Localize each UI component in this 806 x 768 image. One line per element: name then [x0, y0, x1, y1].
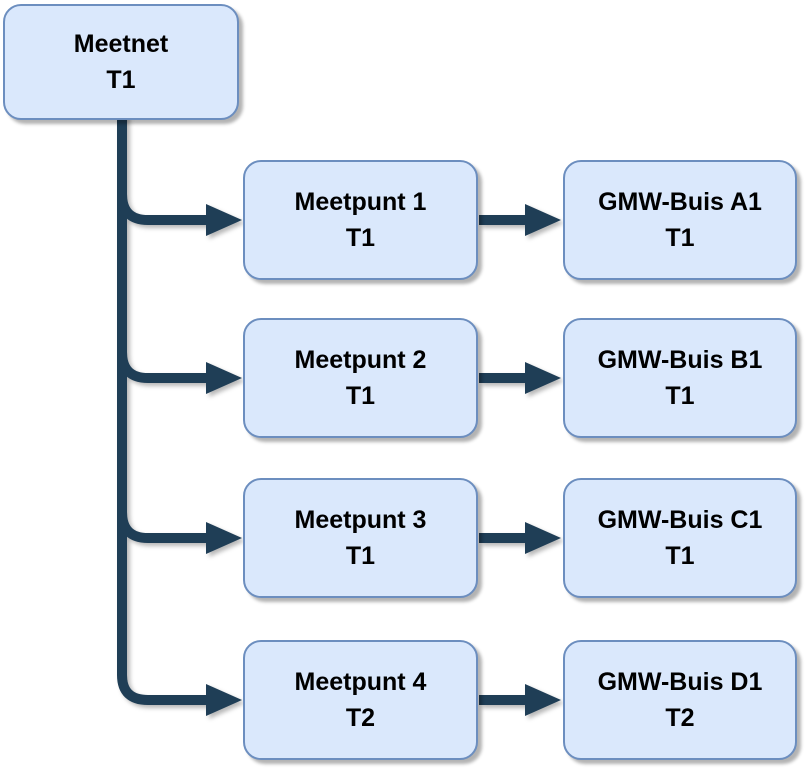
node-gmw-buis-c1: GMW-Buis C1 T1	[563, 478, 797, 598]
edge-meetnet-meetpunt-3	[117, 511, 208, 543]
node-gmw-buis-b1: GMW-Buis B1 T1	[563, 318, 797, 438]
node-meetpunt-2: Meetpunt 2 T1	[243, 318, 478, 438]
node-gmw-buis-a1-label: T1	[665, 224, 695, 252]
node-gmw-buis-c1-label: T1	[665, 542, 695, 570]
node-gmw-buis-a1-name: GMW-Buis A1	[598, 188, 762, 216]
node-meetnet-label: T1	[106, 66, 136, 94]
node-meetpunt-4-label: T2	[345, 704, 376, 732]
node-gmw-buis-b1-label: T1	[665, 382, 695, 410]
node-gmw-buis-d1-label: T2	[665, 704, 695, 732]
node-meetpunt-3-label: T1	[345, 542, 376, 570]
arrowhead-meetpunt-3	[206, 522, 242, 554]
node-meetnet-name: Meetnet	[73, 30, 169, 58]
node-gmw-buis-c1-name: GMW-Buis C1	[597, 506, 763, 534]
arrowhead-gmw-b1	[525, 362, 561, 394]
edge-meetnet-meetpunt-1	[117, 193, 208, 225]
arrowhead-meetpunt-1	[206, 204, 242, 236]
node-gmw-buis-b1-name: GMW-Buis B1	[597, 346, 763, 374]
node-meetpunt-1-label: T1	[345, 224, 376, 252]
edge-meetnet-trunk	[117, 112, 208, 705]
arrowhead-meetpunt-4	[206, 684, 242, 716]
node-gmw-buis-d1: GMW-Buis D1 T2	[563, 640, 797, 760]
arrowhead-gmw-c1	[525, 522, 561, 554]
node-meetpunt-4-name: Meetpunt 4	[294, 668, 427, 696]
node-meetpunt-3: Meetpunt 3 T1	[243, 478, 478, 598]
node-meetpunt-1-name: Meetpunt 1	[294, 188, 427, 216]
node-meetpunt-2-name: Meetpunt 2	[294, 346, 427, 374]
node-meetpunt-2-label: T1	[345, 382, 376, 410]
node-meetpunt-4: Meetpunt 4 T2	[243, 640, 478, 760]
arrowhead-meetpunt-2	[206, 362, 242, 394]
node-gmw-buis-a1: GMW-Buis A1 T1	[563, 160, 797, 280]
arrowhead-gmw-a1	[525, 204, 561, 236]
node-gmw-buis-d1-name: GMW-Buis D1	[597, 668, 763, 696]
node-meetpunt-1: Meetpunt 1 T1	[243, 160, 478, 280]
edge-meetnet-meetpunt-2	[117, 351, 208, 383]
node-meetpunt-3-name: Meetpunt 3	[294, 506, 427, 534]
arrowhead-gmw-d1	[525, 684, 561, 716]
node-meetnet: Meetnet T1	[3, 4, 239, 120]
